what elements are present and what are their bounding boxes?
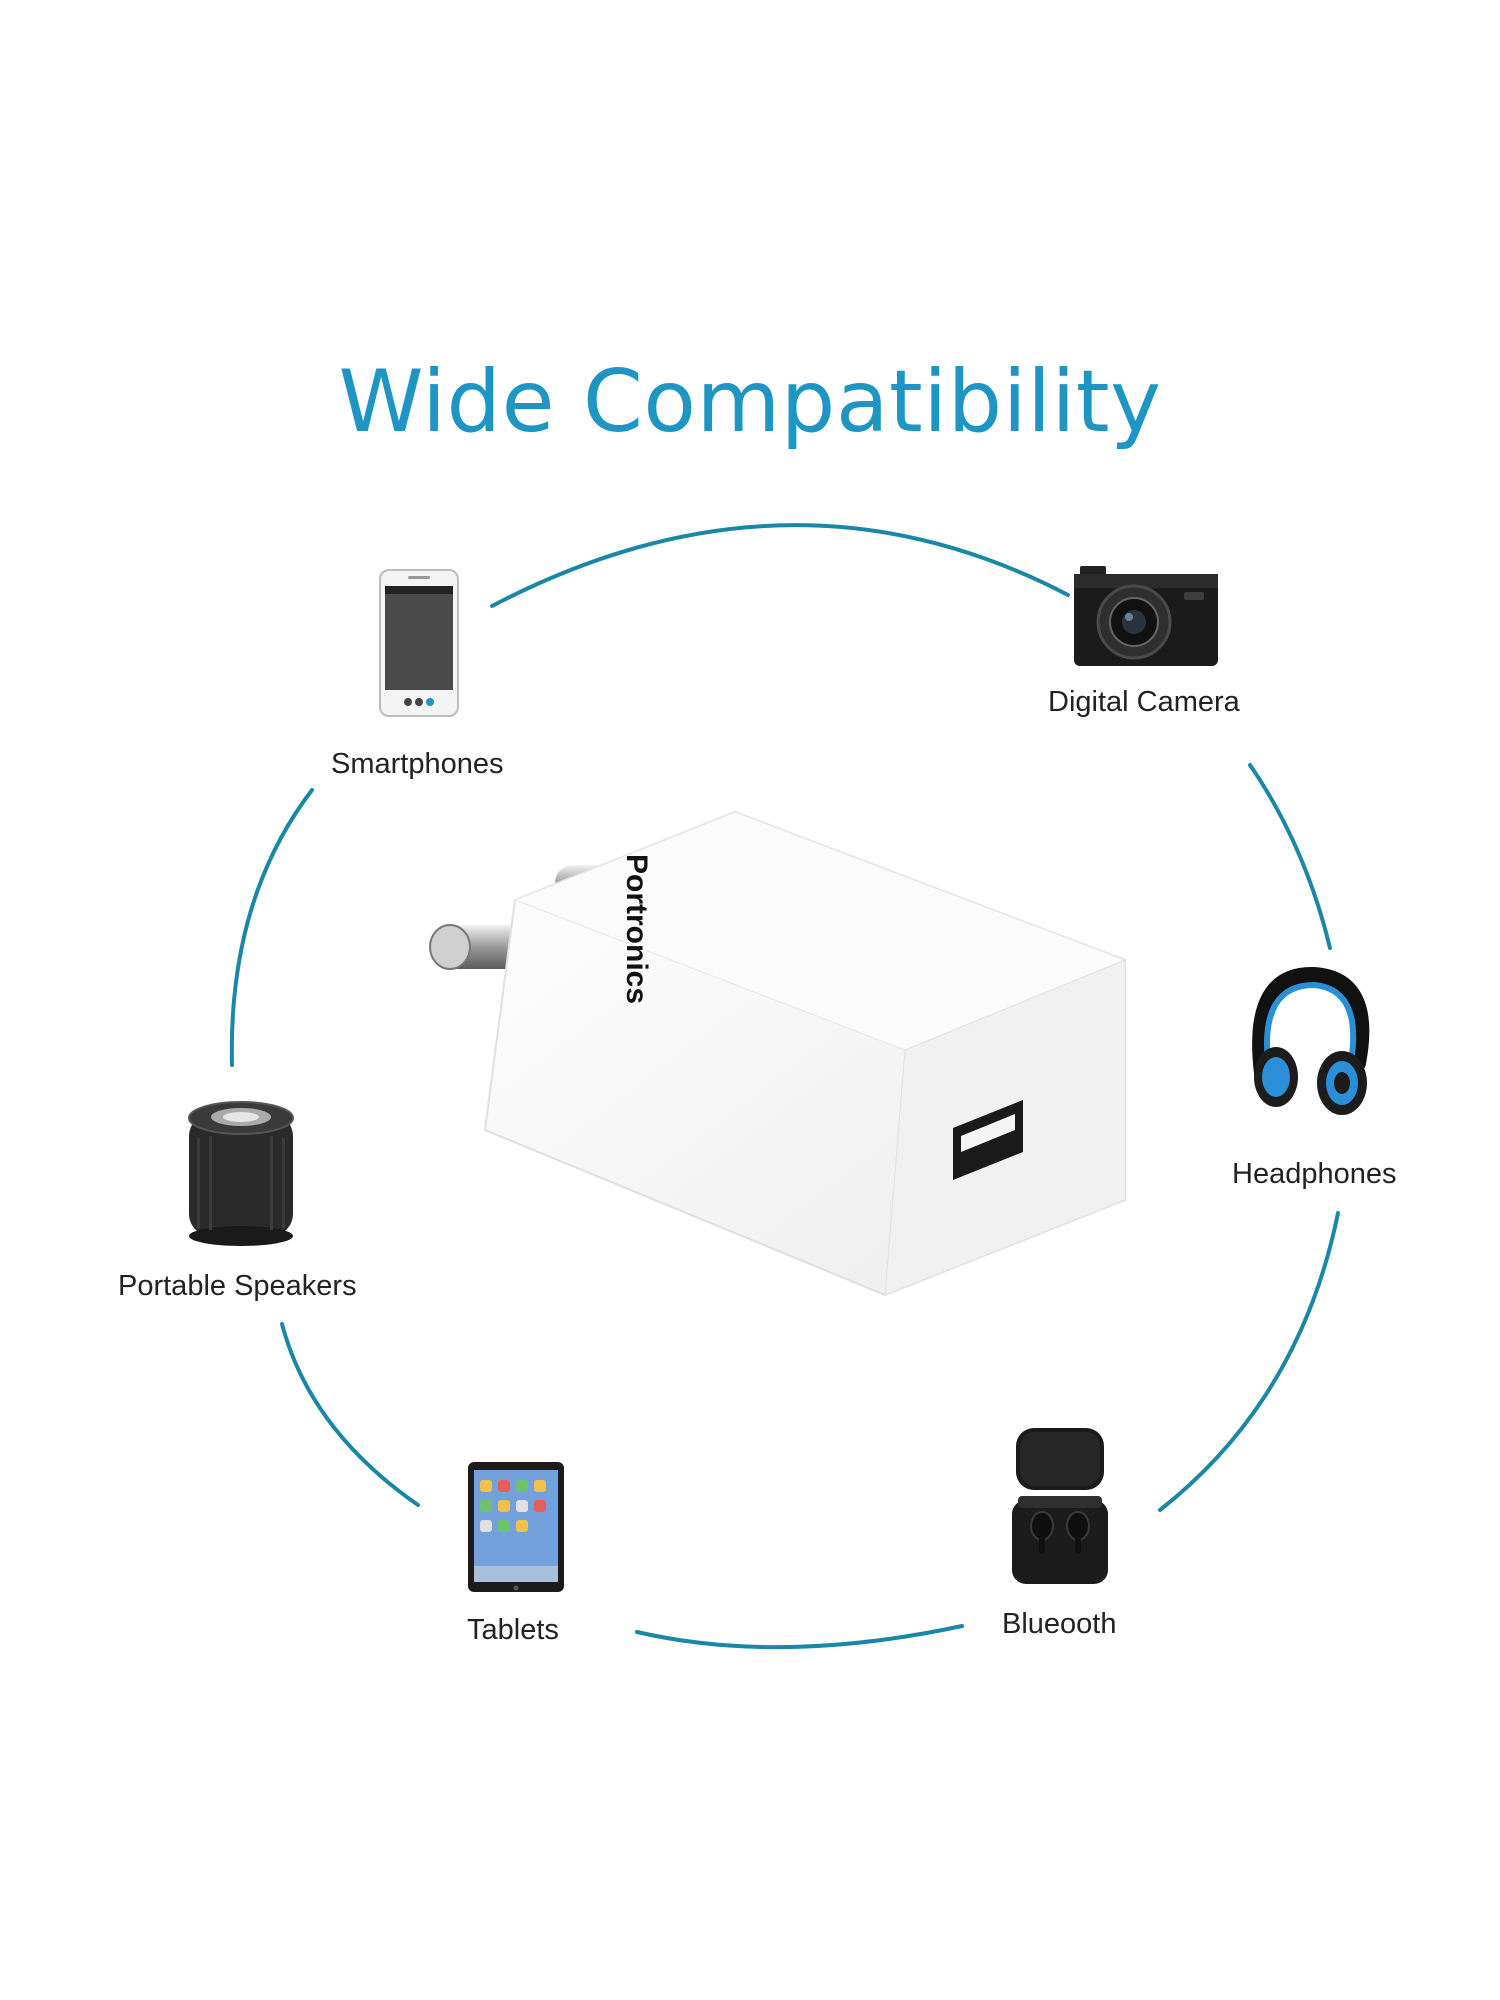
arc-lower-left <box>280 1322 420 1507</box>
usb-port <box>953 1100 1023 1180</box>
brand-logo-text: Portronics <box>620 854 653 1004</box>
arc-upper-left <box>229 788 314 1067</box>
earbuds-icon <box>1012 1428 1108 1584</box>
charger-image: Portronics <box>429 810 1127 1297</box>
arc-top <box>490 523 1070 608</box>
tablets-label: Tablets <box>467 1614 559 1646</box>
bluetooth-label: Blueooth <box>1002 1608 1117 1640</box>
arc-upper-right <box>1248 763 1332 950</box>
digital-camera-label: Digital Camera <box>1048 686 1240 718</box>
headphones-icon <box>1252 966 1370 1115</box>
tablet-icon <box>468 1462 564 1592</box>
page-title: Wide Compatibility <box>338 352 1162 452</box>
smartphone-icon <box>379 569 459 717</box>
headphones-label: Headphones <box>1232 1158 1397 1190</box>
speaker-icon <box>188 1101 294 1246</box>
portable-speakers-label: Portable Speakers <box>118 1270 357 1302</box>
smartphones-label: Smartphones <box>331 748 504 780</box>
arc-lower-right <box>1158 1211 1340 1512</box>
arc-bottom <box>635 1624 964 1650</box>
camera-icon <box>1074 566 1218 666</box>
